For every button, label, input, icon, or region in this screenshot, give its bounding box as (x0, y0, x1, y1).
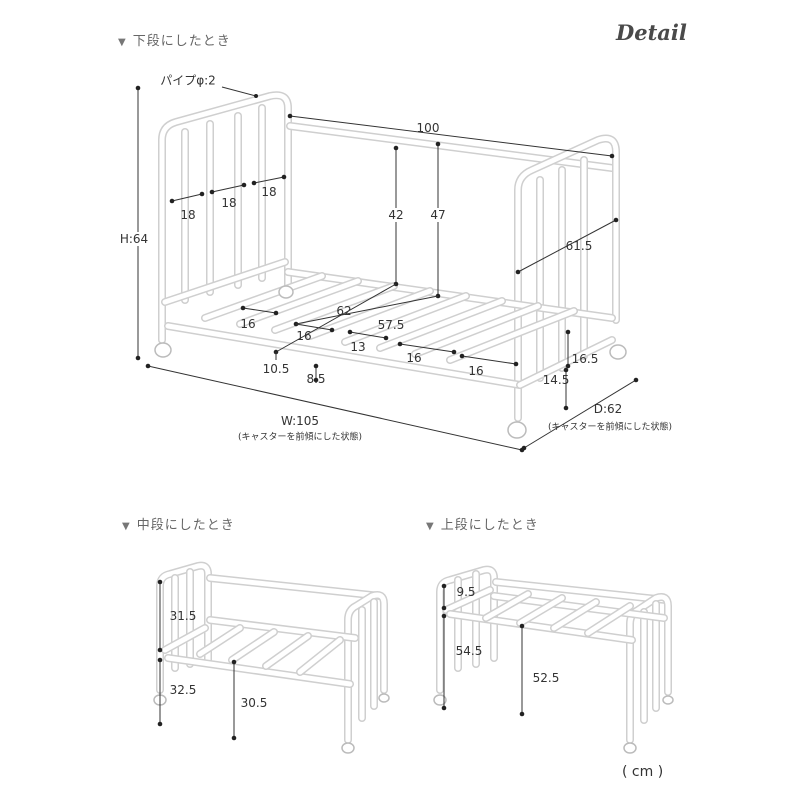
note-caster-w: (キャスターを前傾にした状態) (237, 432, 363, 443)
label-10-5: 10.5 (262, 362, 290, 376)
label-31-5: 31.5 (169, 609, 197, 623)
middle-dimension-lines (157, 579, 237, 741)
heading-middle: ▼中段にしたとき (122, 518, 235, 533)
label-width-top: 100 (416, 121, 440, 135)
label-slot-2: 18 (221, 196, 237, 210)
heading-upper: ▼上段にしたとき (426, 518, 539, 533)
label-pipe: パイプφ:2 (160, 73, 216, 88)
upper-rack (433, 565, 674, 754)
label-54-5: 54.5 (455, 644, 483, 658)
triangle-icon: ▼ (426, 521, 435, 532)
label-inner-47: 47 (430, 208, 446, 222)
label-16-5: 16.5 (571, 352, 599, 366)
label-14-5: 14.5 (542, 373, 570, 387)
label-16-b: 16 (296, 329, 312, 343)
label-inner-42: 42 (388, 208, 404, 222)
label-9-5: 9.5 (456, 585, 476, 599)
label-13: 13 (350, 340, 366, 354)
middle-rack (153, 561, 390, 754)
triangle-icon: ▼ (118, 37, 127, 48)
label-32-5: 32.5 (169, 683, 197, 697)
label-16-a: 16 (240, 317, 256, 331)
heading-lower: ▼下段にしたとき (118, 34, 231, 49)
upper-dimension-lines (441, 583, 525, 717)
triangle-icon: ▼ (122, 521, 131, 532)
label-30-5: 30.5 (240, 696, 268, 710)
main-dimension-lines (135, 85, 639, 453)
label-62: 62 (336, 304, 352, 318)
note-caster-d: (キャスターを前傾にした状態) (547, 422, 673, 433)
label-height: H:64 (119, 232, 149, 246)
label-side-61-5: 61.5 (565, 239, 593, 253)
label-8-5: 8.5 (306, 372, 326, 386)
label-57-5: 57.5 (377, 318, 405, 332)
label-d-62: D:62 (593, 402, 623, 416)
label-52-5: 52.5 (532, 671, 560, 685)
brand-detail: Detail (616, 20, 687, 45)
label-slot-1: 18 (180, 208, 196, 222)
label-slot-3: 18 (261, 185, 277, 199)
label-w-105: W:105 (280, 414, 320, 428)
unit-label: ( cm ) (622, 764, 664, 780)
label-16-d: 16 (468, 364, 484, 378)
label-16-c: 16 (406, 351, 422, 365)
